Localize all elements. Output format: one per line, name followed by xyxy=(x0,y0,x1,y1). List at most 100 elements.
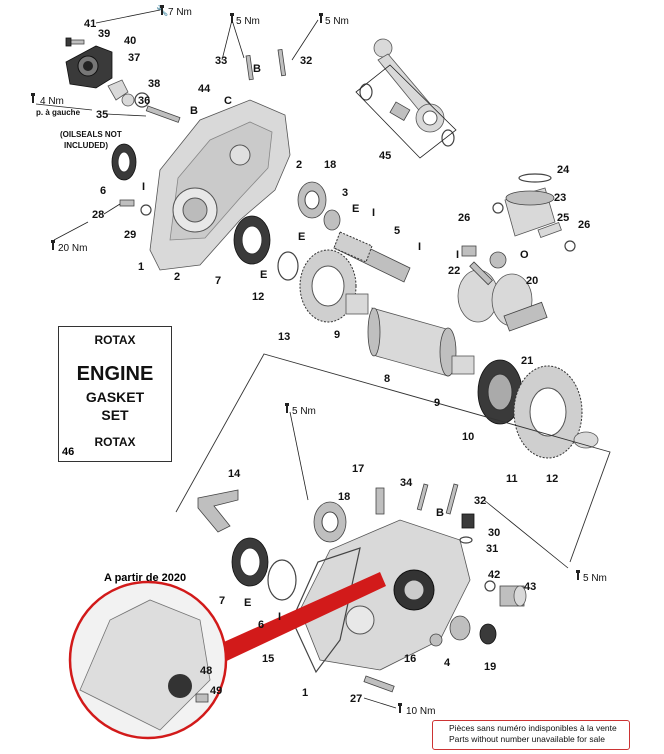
callout-13: 13 xyxy=(278,331,290,343)
callout-1b: 1 xyxy=(302,687,308,699)
washer-29 xyxy=(140,204,152,216)
svg-text:I: I xyxy=(278,611,281,623)
torque-label: 10 Nm xyxy=(406,706,435,717)
callout-15: 15 xyxy=(262,653,274,665)
callout-33: 33 xyxy=(215,55,227,67)
needle-bearing-22 xyxy=(461,245,477,257)
assembly-marks: B B C E E E I I I O I B E I xyxy=(142,63,529,623)
shift-fork xyxy=(197,489,239,533)
svg-text:E: E xyxy=(260,269,267,281)
callout-6b: 6 xyxy=(258,619,264,631)
bearing-18 xyxy=(297,181,327,219)
bolt-41 xyxy=(65,37,85,47)
torque-label: 5 Nm xyxy=(325,16,349,27)
svg-text:4 Nm: 4 Nm xyxy=(40,96,64,107)
callout-12b: 12 xyxy=(546,473,558,485)
torque-label: 4 Nm p. à gauche xyxy=(36,96,81,117)
bolt-17 xyxy=(375,487,385,515)
crankshaft xyxy=(457,251,548,332)
ring-12b xyxy=(573,431,599,449)
callout-9: 9 xyxy=(334,329,340,341)
callout-18b: 18 xyxy=(338,491,350,503)
callout-18: 18 xyxy=(324,159,336,171)
callout-37: 37 xyxy=(128,52,140,64)
svg-text:E: E xyxy=(244,597,251,609)
callout-3: 3 xyxy=(342,187,348,199)
svg-text:I: I xyxy=(372,207,375,219)
callout-38: 38 xyxy=(148,78,160,90)
part-callouts: 41 39 40 37 38 36 35 44 33 32 45 6 28 29… xyxy=(84,18,590,705)
oil-seal-7 xyxy=(233,215,271,265)
callout-20: 20 xyxy=(526,275,538,287)
callout-45: 45 xyxy=(379,150,391,162)
callout-43: 43 xyxy=(524,581,536,593)
svg-text:E: E xyxy=(352,203,359,215)
stud-34 xyxy=(416,483,429,511)
leader-lines xyxy=(35,9,569,709)
callout-42: 42 xyxy=(488,569,500,581)
svg-text:5 Nm: 5 Nm xyxy=(583,573,607,584)
callout-12: 12 xyxy=(252,291,264,303)
water-pump-cover xyxy=(65,45,113,89)
callout-19: 19 xyxy=(484,661,496,673)
callout-5: 5 xyxy=(394,225,400,237)
circlip xyxy=(492,202,576,252)
seal-19 xyxy=(479,623,497,645)
callout-16: 16 xyxy=(404,653,416,665)
bushing-9 xyxy=(345,293,369,315)
svg-text:5 Nm: 5 Nm xyxy=(236,16,260,27)
bushing-16 xyxy=(429,633,443,647)
callout-41: 41 xyxy=(84,18,96,30)
svg-text:I: I xyxy=(142,181,145,193)
starter-gear xyxy=(513,365,583,459)
svg-text:10 Nm: 10 Nm xyxy=(406,706,435,717)
callout-14: 14 xyxy=(228,468,241,480)
callout-6: 6 xyxy=(100,185,106,197)
balance-shaft xyxy=(333,231,411,283)
callout-26b: 26 xyxy=(578,219,590,231)
callout-36: 36 xyxy=(138,95,150,107)
bolt-28 xyxy=(119,199,135,207)
connecting-rod xyxy=(355,38,457,159)
gear-13 xyxy=(299,249,357,323)
callout-34: 34 xyxy=(400,477,413,489)
wrench-icon xyxy=(31,5,580,713)
callout-21: 21 xyxy=(521,355,533,367)
starter-motor-43 xyxy=(499,585,527,607)
starter-clutch xyxy=(477,359,523,425)
svg-text:20 Nm: 20 Nm xyxy=(58,243,87,254)
gasket-set-card: ROTAX ENGINE GASKET SET ROTAX xyxy=(58,326,172,462)
bushing-9b xyxy=(451,355,475,375)
callout-28: 28 xyxy=(92,209,104,221)
callout-22: 22 xyxy=(448,265,460,277)
torque-label: 20 Nm xyxy=(58,243,87,254)
availability-notice: Pièces sans numéro indisponibles à la ve… xyxy=(432,720,630,750)
callout-35: 35 xyxy=(96,109,108,121)
svg-text:B: B xyxy=(253,63,261,75)
sensor-30 xyxy=(461,513,475,529)
right-crankcase xyxy=(299,519,471,671)
svg-text:E: E xyxy=(298,231,305,243)
bearing-4 xyxy=(449,615,471,641)
callout-40: 40 xyxy=(124,35,136,47)
piston xyxy=(504,173,556,237)
piston-pin xyxy=(537,221,562,239)
svg-text:I: I xyxy=(456,249,459,261)
detail-magnifier xyxy=(68,572,386,740)
left-crankcase xyxy=(149,99,291,271)
oring-31 xyxy=(459,536,473,544)
ring-6b xyxy=(267,559,297,601)
callout-48: 48 xyxy=(200,665,212,677)
callout-32: 32 xyxy=(300,55,312,67)
callout-7b: 7 xyxy=(219,595,225,607)
from-year-label: A partir de 2020 xyxy=(104,572,187,584)
callout-2b: 2 xyxy=(174,271,180,283)
main-shaft xyxy=(367,307,457,377)
stud-32 xyxy=(277,48,287,77)
callout-4: 4 xyxy=(444,657,451,669)
callout-8: 8 xyxy=(384,373,390,385)
callout-11: 11 xyxy=(506,473,518,485)
rotax-logo: ROTAX xyxy=(94,333,136,347)
notice-en: Parts without number unavailable for sal… xyxy=(449,734,605,744)
callout-31: 31 xyxy=(486,543,498,555)
